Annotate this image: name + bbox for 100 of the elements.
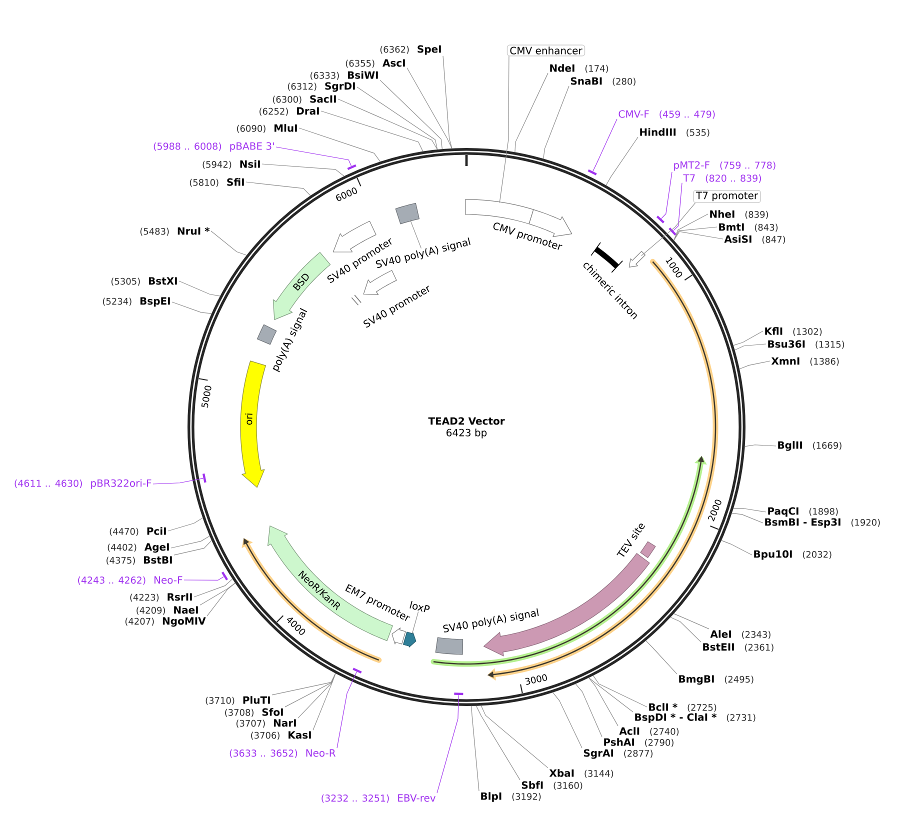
site-position: (280) [612,78,636,86]
site-position: (4209) [136,606,165,615]
site-position: (1315) [816,340,844,349]
enzyme-name: NgoMIV [162,617,206,627]
leader-line [592,118,618,172]
site-position: (2495) [724,676,754,684]
enzyme-name: AclI [619,727,640,735]
leader-line [721,540,752,556]
site-position: (535) [686,128,710,137]
site-position: (6312) [288,82,316,91]
leader-line [606,136,638,186]
enzyme-name: SacII [310,95,336,103]
enzyme-name: HindIII [640,128,676,136]
leader-line [178,280,220,296]
primer-name: pBR322ori-F [91,479,152,489]
primer-range: (820 .. 839) [706,174,761,183]
site-position: (1386) [810,358,839,366]
enzyme-name: PshAI [604,738,634,746]
enzyme-name: BspEI [140,297,170,307]
primer-range: (4243 .. 4262) [78,576,146,585]
leader-line [552,692,582,748]
primer-mark [352,668,362,674]
leader-line [744,444,776,447]
enzyme-name: AleI [710,630,731,638]
site-position: (4207) [125,618,154,626]
leader-line [733,508,766,512]
leader-line [674,613,710,630]
site-position: (5942) [202,160,232,169]
site-position: (6355) [346,60,374,68]
leader-line [732,512,764,524]
leader-line [406,68,452,149]
primer-name: Neo-R [306,749,336,757]
enzyme-name: BsiWI [348,71,378,79]
site-position: (2731) [726,714,756,722]
enzyme-name: SpeI [418,45,441,55]
site-position: (4402) [108,544,136,552]
feature-block [403,632,416,648]
enzyme-name: BsmBI - Esp3I [765,518,840,528]
site-position: (3192) [512,792,541,801]
site-position: (2361) [745,644,774,652]
site-position: (3710) [206,696,234,705]
feature-label: SV40 poly(A) signal [443,608,539,632]
enzyme-name: BstXI [148,277,177,285]
enzyme-name: SgrAI [584,749,614,759]
primer-range: (4611 .. 4630) [14,480,82,488]
enzyme-name: DraI [297,107,319,115]
enzyme-name: BlpI [481,792,502,802]
primer-name: pBABE 3' [230,142,274,152]
leader-line [284,673,336,708]
feature-tag: T7 promoter [693,190,761,203]
tick-label: 5000 [201,386,212,408]
primer-range: (3633 .. 3652) [230,749,298,758]
site-position: (3708) [225,708,254,717]
enzyme-name: NruI * [178,227,210,235]
leader-line [174,540,212,556]
tick-label: 3000 [525,674,547,685]
leader-line [298,128,381,162]
enzyme-name: NheI [710,210,734,218]
leader-line [436,694,459,794]
site-position: (2725) [688,704,716,712]
feature-box [395,202,420,224]
leader-line [442,56,452,149]
feature-label: ori [245,414,252,425]
enzyme-name: NarI [274,719,296,727]
leader-line [168,518,203,532]
enzyme-name: BstEII [703,643,734,651]
leader-line [312,673,336,730]
primer-range: (5988 .. 6008) [154,142,222,151]
leader-line [592,675,648,708]
leader-line [412,611,419,634]
enzyme-name: SfiI [227,178,244,186]
site-position: (6252) [260,108,288,116]
primer-range: (759 .. 778) [720,161,776,170]
enzyme-name: SgrDI [325,82,355,92]
leader-line [338,98,438,150]
leader-line [170,536,210,548]
enzyme-name: SnaBI [570,77,602,85]
leader-line [380,80,442,150]
site-position: (6300) [272,96,302,104]
primer-mark [202,473,206,483]
primer-name: T7 [683,174,695,182]
primer-name: pMT2-F [674,161,710,171]
site-position: (5810) [190,178,218,187]
feature-tag: CMV enhancer [506,44,586,56]
site-position: (5234) [102,298,132,306]
enzyme-name: BmgBI [679,675,714,685]
primer-mark [221,572,228,580]
leader-line [674,231,724,241]
site-position: (3160) [554,782,582,790]
feature-block [628,251,646,268]
site-position: (4375) [106,556,135,565]
enzyme-name: XbaI [549,769,574,777]
leader-line [661,172,672,219]
leader-line [356,86,438,150]
enzyme-name: AgeI [144,543,169,553]
plasmid-size: 6423 bp [446,428,487,438]
enzyme-name: Bsu36I [768,340,805,348]
site-position: (6333) [310,72,339,80]
primer-mark [668,227,676,236]
site-position: (6362) [380,46,409,54]
